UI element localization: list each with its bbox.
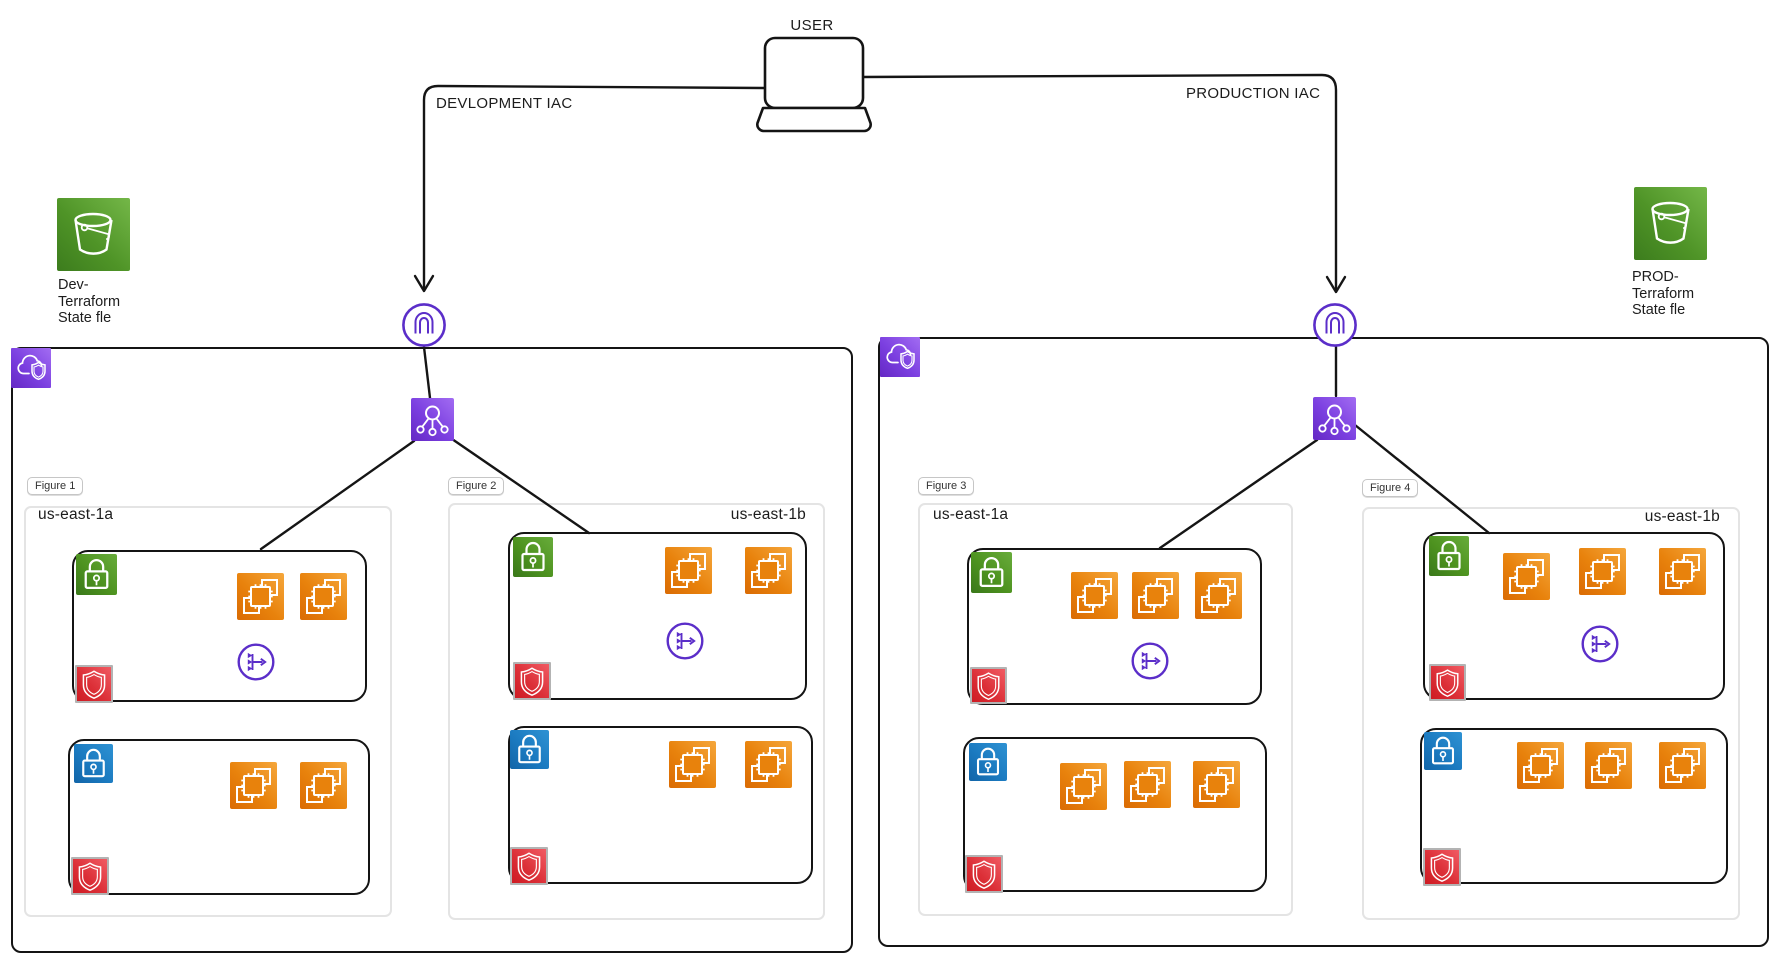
dev-branch-label: DEVLOPMENT IAC — [436, 95, 573, 112]
green-lock-icon — [76, 554, 117, 595]
figure-4-badge: Figure 4 — [1362, 479, 1419, 497]
nat-gateway-icon — [236, 642, 276, 682]
nat-gateway-icon — [1580, 624, 1620, 664]
ec2-instances-icon — [1193, 761, 1240, 808]
ec2-instances-icon — [1503, 553, 1550, 600]
s3-bucket-icon — [1634, 187, 1707, 260]
prod-state-file-label: PROD- Terraform State fle — [1632, 269, 1694, 319]
private-subnet — [1420, 728, 1728, 886]
edge-user-to-prod-gateway — [859, 73, 1338, 293]
private-subnet — [68, 739, 370, 895]
elastic-load-balancer-icon — [411, 398, 454, 441]
laptop-icon — [756, 36, 872, 133]
dev-state-line1: Dev- — [58, 277, 89, 293]
public-subnet — [508, 532, 807, 700]
dev-state-file-label: Dev- Terraform State fle — [58, 277, 120, 327]
dev-state-line3: State fle — [58, 310, 112, 326]
red-shield-icon — [510, 847, 548, 885]
figure-3-badge: Figure 3 — [918, 477, 975, 495]
blue-lock-icon — [510, 730, 549, 769]
ec2-instances-icon — [1195, 572, 1242, 619]
ec2-instances-icon — [1659, 742, 1706, 789]
prod-branch-label: PRODUCTION IAC — [1186, 85, 1321, 102]
private-subnet — [963, 737, 1267, 893]
user-label: USER — [790, 17, 834, 34]
red-shield-icon — [970, 667, 1007, 704]
internet-gateway-icon — [401, 302, 447, 348]
ec2-instances-icon — [745, 547, 792, 594]
ec2-instances-icon — [1071, 572, 1118, 619]
nat-gateway-icon — [665, 621, 705, 661]
public-subnet — [72, 550, 367, 703]
red-shield-icon — [1429, 664, 1466, 701]
ec2-instances-icon — [237, 573, 284, 620]
ec2-instances-icon — [1517, 742, 1564, 789]
figure-4-az-label: us-east-1b — [1644, 508, 1720, 525]
arrowhead-dev — [413, 274, 435, 293]
ec2-instances-icon — [1585, 742, 1632, 789]
vpc-cloud-shield-icon — [880, 337, 920, 377]
ec2-instances-icon — [1060, 763, 1107, 810]
green-lock-icon — [971, 552, 1012, 593]
elastic-load-balancer-icon — [1313, 397, 1356, 440]
red-shield-icon — [71, 857, 109, 895]
internet-gateway-icon — [1312, 302, 1358, 348]
red-shield-icon — [513, 662, 551, 700]
arrowhead-prod — [1325, 275, 1347, 294]
blue-lock-icon — [1424, 732, 1462, 770]
green-lock-icon — [1429, 536, 1469, 576]
figure-2-az-label: us-east-1b — [730, 506, 806, 523]
ec2-instances-icon — [745, 741, 792, 788]
prod-state-line2: Terraform — [1632, 285, 1695, 302]
ec2-instances-icon — [665, 547, 712, 594]
dev-state-line2: Terraform — [58, 293, 121, 310]
green-lock-icon — [513, 537, 553, 577]
figure-1-badge: Figure 1 — [27, 477, 84, 495]
public-subnet — [967, 548, 1262, 705]
vpc-cloud-shield-icon — [11, 348, 51, 388]
red-shield-icon — [965, 855, 1003, 893]
red-shield-icon — [1423, 848, 1461, 886]
ec2-instances-icon — [300, 762, 347, 809]
figure-3-az-label: us-east-1a — [933, 506, 1009, 523]
ec2-instances-icon — [1132, 572, 1179, 619]
blue-lock-icon — [969, 743, 1007, 781]
ec2-instances-icon — [1124, 761, 1171, 808]
figure-2-badge: Figure 2 — [448, 477, 505, 495]
figure-1-az-label: us-east-1a — [38, 506, 114, 523]
s3-bucket-icon — [57, 198, 130, 271]
ec2-instances-icon — [230, 762, 277, 809]
ec2-instances-icon — [300, 573, 347, 620]
public-subnet — [1423, 532, 1725, 701]
private-subnet — [508, 726, 813, 885]
blue-lock-icon — [74, 744, 113, 783]
prod-state-line1: PROD- — [1632, 269, 1679, 285]
nat-gateway-icon — [1130, 641, 1170, 681]
ec2-instances-icon — [1659, 548, 1706, 595]
edge-user-to-dev-gateway — [422, 84, 766, 292]
prod-state-line3: State fle — [1632, 302, 1686, 318]
ec2-instances-icon — [1579, 548, 1626, 595]
red-shield-icon — [75, 665, 113, 703]
ec2-instances-icon — [669, 741, 716, 788]
